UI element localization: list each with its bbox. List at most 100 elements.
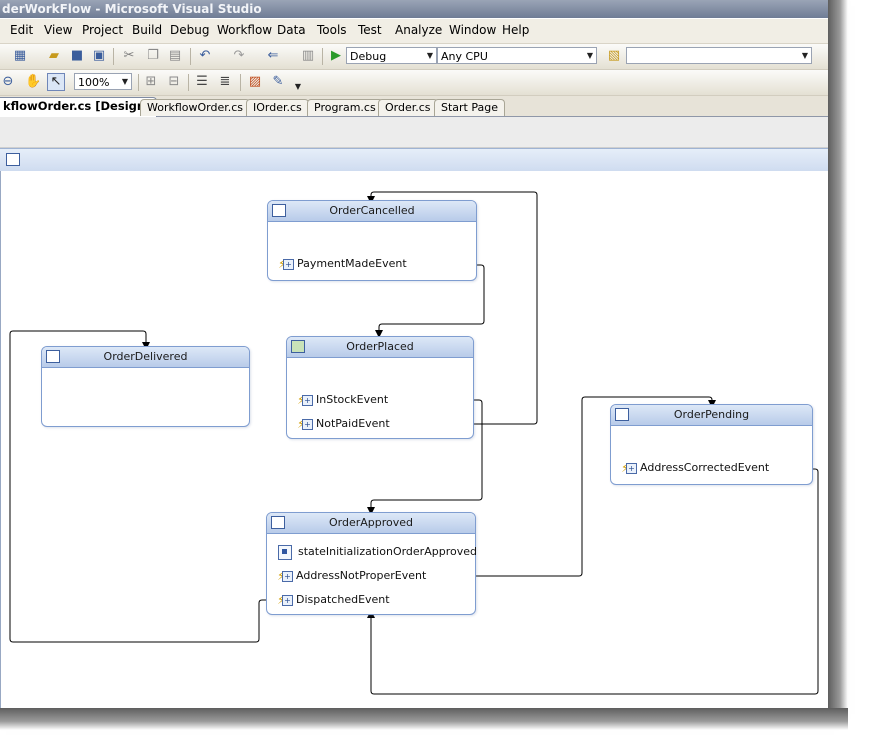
event-driven-activity[interactable]: ⚡+DispatchedEvent <box>276 591 390 609</box>
menu-data[interactable]: Data <box>277 23 306 37</box>
window-shadow-bottom <box>0 708 848 730</box>
zoom-out-icon[interactable]: ⊖ <box>2 74 14 89</box>
zoom-combo[interactable]: 100% ▼ <box>74 73 132 90</box>
state-title: OrderPending <box>673 408 750 421</box>
window-title: derWorkFlow - Microsoft Visual Studio <box>0 0 828 18</box>
state-icon <box>615 408 629 421</box>
edit-icon[interactable]: ✎ <box>272 74 284 89</box>
menu-window[interactable]: Window <box>449 23 497 37</box>
event-driven-icon: ⚡+ <box>620 461 637 475</box>
event-driven-activity[interactable]: ⚡+AddressCorrectedEvent <box>620 459 769 477</box>
numbered-list-icon[interactable]: ≣ <box>219 74 231 89</box>
state-header[interactable]: OrderApproved <box>267 513 475 534</box>
connector-dispatched-to-delivered <box>9 330 392 643</box>
menu-view[interactable]: View <box>44 23 73 37</box>
find-in-files-icon[interactable]: ▥ <box>301 48 315 63</box>
chevron-down-icon: ▼ <box>586 51 594 60</box>
event-driven-icon: ⚡+ <box>276 593 293 607</box>
menu-help[interactable]: Help <box>502 23 530 37</box>
state-order-delivered[interactable]: OrderDelivered <box>41 346 250 427</box>
redo-icon[interactable]: ↷ <box>233 48 245 63</box>
state-title: OrderCancelled <box>329 204 415 217</box>
event-label: NotPaidEvent <box>316 417 390 430</box>
state-header[interactable]: OrderCancelled <box>268 201 476 222</box>
state-initialization-activity[interactable]: stateInitializationOrderApproved <box>278 543 477 561</box>
event-driven-activity[interactable]: ⚡+AddressNotProperEvent <box>276 567 426 585</box>
event-driven-activity[interactable]: ⚡+NotPaidEvent <box>296 415 390 433</box>
navigate-icon[interactable]: ⇐ <box>267 48 279 63</box>
solution-configuration-value: Debug <box>350 50 387 63</box>
paste-icon[interactable]: ▤ <box>168 48 182 63</box>
tab-program-cs[interactable]: Program.cs <box>307 99 383 116</box>
save-icon[interactable]: ■ <box>70 48 84 63</box>
designer-toolbar-area <box>0 117 828 148</box>
solution-platform-value: Any CPU <box>441 50 488 63</box>
cut-icon[interactable]: ✂ <box>123 48 135 63</box>
event-driven-icon: ⚡+ <box>296 393 313 407</box>
state-order-cancelled[interactable]: OrderCancelled ⚡+PaymentMadeEvent <box>267 200 477 281</box>
state-header[interactable]: OrderDelivered <box>42 347 249 368</box>
tab-order-cs[interactable]: Order.cs <box>378 99 438 116</box>
chevron-down-icon: ▼ <box>801 51 809 60</box>
state-title: OrderApproved <box>328 516 414 529</box>
state-title: OrderDelivered <box>103 350 188 363</box>
solution-configuration-combo[interactable]: Debug ▼ <box>346 47 437 64</box>
state-header[interactable]: OrderPlaced <box>287 337 473 358</box>
standard-toolbar: ▦ ▰ ■ ▣ ✂ ❐ ▤ ↶ ↷ ⇐ ▥ ▶ Debug ▼ Any CPU … <box>0 44 828 70</box>
copy-icon[interactable]: ❐ <box>147 48 159 63</box>
expand-icon[interactable]: ⊞ <box>145 74 157 89</box>
menu-edit[interactable]: Edit <box>10 23 34 37</box>
visual-studio-window: derWorkFlow - Microsoft Visual Studio Ed… <box>0 0 828 708</box>
tab-workfloworder-design[interactable]: kflowOrder.cs [Design] <box>0 97 158 117</box>
event-driven-activity[interactable]: ⚡+PaymentMadeEvent <box>277 255 407 273</box>
tab-start-page[interactable]: Start Page <box>434 99 505 116</box>
tab-workfloworder-cs[interactable]: WorkflowOrder.cs <box>140 99 251 116</box>
chevron-down-icon[interactable]: ▼ <box>294 82 302 91</box>
save-all-icon[interactable]: ▣ <box>92 48 106 63</box>
properties-icon[interactable]: ▨ <box>248 74 262 89</box>
tab-iorder-cs[interactable]: IOrder.cs <box>246 99 309 116</box>
start-debug-icon[interactable]: ▶ <box>331 48 341 63</box>
menu-debug[interactable]: Debug <box>170 23 210 37</box>
state-order-approved[interactable]: OrderApproved stateInitializationOrderAp… <box>266 512 477 615</box>
state-icon <box>271 516 285 529</box>
state-order-placed[interactable]: OrderPlaced ⚡+InStockEvent ⚡+NotPaidEven… <box>286 336 474 439</box>
collapse-icon[interactable]: ⊟ <box>168 74 180 89</box>
chevron-down-icon: ▼ <box>121 77 129 86</box>
state-icon <box>46 350 60 363</box>
undo-icon[interactable]: ↶ <box>199 48 211 63</box>
connector-notpaid-to-cancelled <box>367 191 538 425</box>
pan-icon[interactable]: ✋ <box>25 74 42 89</box>
new-item-icon[interactable]: ▦ <box>13 48 27 63</box>
connector-addresscorrected-to-approved <box>367 468 819 695</box>
pointer-icon[interactable]: ↖ <box>47 73 65 91</box>
event-label: PaymentMadeEvent <box>297 257 407 270</box>
event-label: AddressNotProperEvent <box>296 569 427 582</box>
initial-state-icon <box>291 340 305 353</box>
event-label: InStockEvent <box>316 393 389 406</box>
menu-workflow[interactable]: Workflow <box>217 23 273 37</box>
state-machine-icon <box>6 153 20 166</box>
menu-test[interactable]: Test <box>358 23 382 37</box>
event-driven-activity[interactable]: ⚡+InStockEvent <box>296 391 388 409</box>
state-order-pending[interactable]: OrderPending ⚡+AddressCorrectedEvent <box>610 404 813 485</box>
state-title: OrderPlaced <box>346 340 414 353</box>
window-shadow-right <box>828 0 848 718</box>
menu-tools[interactable]: Tools <box>317 23 347 37</box>
event-driven-icon: ⚡+ <box>296 417 313 431</box>
zoom-value: 100% <box>78 76 110 89</box>
bulleted-list-icon[interactable]: ☰ <box>196 74 208 89</box>
event-label: DispatchedEvent <box>296 593 390 606</box>
menu-analyze[interactable]: Analyze <box>395 23 443 37</box>
menu-project[interactable]: Project <box>82 23 124 37</box>
properties-icon[interactable]: ▧ <box>607 48 621 63</box>
event-label: AddressCorrectedEvent <box>640 461 770 474</box>
workflow-designer-header <box>0 148 828 172</box>
event-driven-icon: ⚡+ <box>276 569 293 583</box>
menu-build[interactable]: Build <box>132 23 163 37</box>
workflow-canvas[interactable]: OrderCancelled ⚡+PaymentMadeEvent OrderD… <box>0 171 828 708</box>
state-header[interactable]: OrderPending <box>611 405 812 426</box>
find-combo[interactable]: ▼ <box>626 47 812 64</box>
open-icon[interactable]: ▰ <box>49 48 59 63</box>
solution-platform-combo[interactable]: Any CPU ▼ <box>437 47 597 64</box>
